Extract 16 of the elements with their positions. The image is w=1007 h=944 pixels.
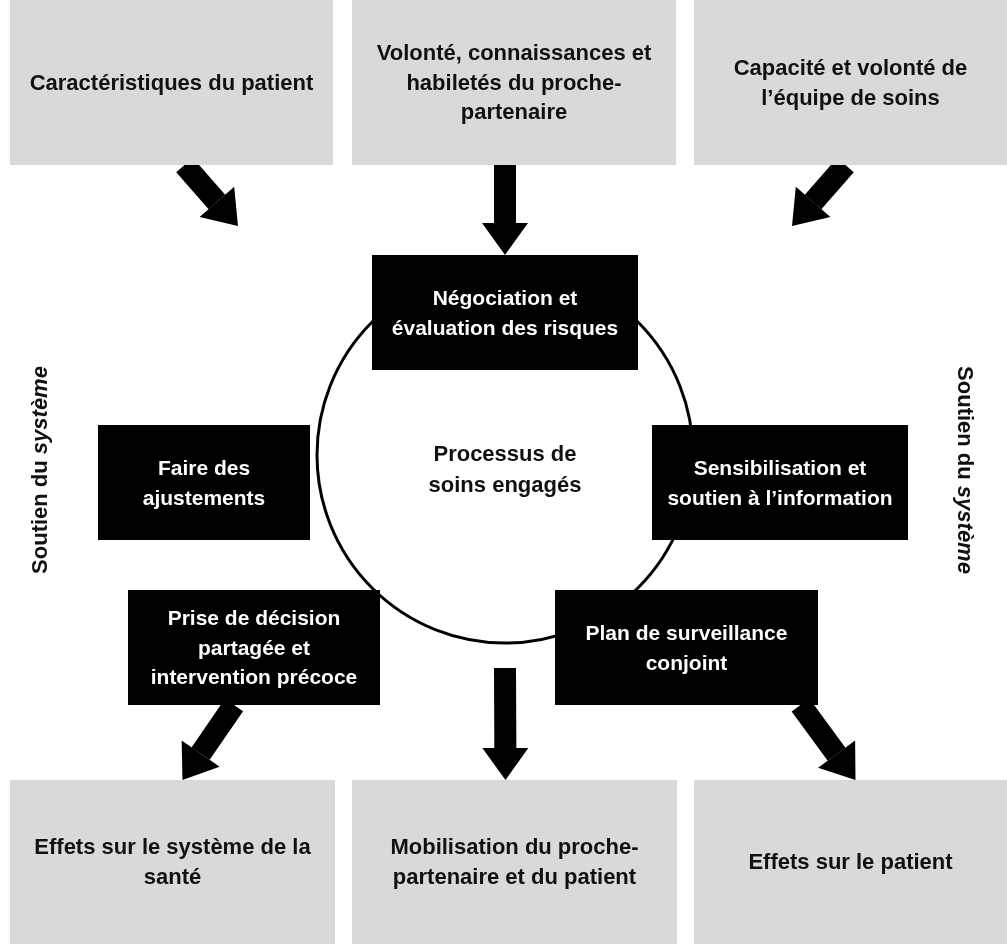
info-box: Effets sur le système de la santé [10, 780, 335, 944]
side-label: Soutien du système [26, 366, 53, 574]
info-box: Caractéristiques du patient [10, 0, 333, 165]
info-box: Volonté, connaissances et habiletés du proche-partenaire [352, 0, 676, 165]
process-box: Faire des ajustements [98, 425, 310, 540]
process-box: Plan de surveillance conjoint [555, 590, 818, 705]
info-box: Effets sur le patient [694, 780, 1007, 944]
side-label: Soutien du système [951, 366, 978, 574]
block-arrow [482, 667, 529, 780]
process-box: Négociation et évaluation des risques [372, 255, 638, 370]
info-box: Mobilisation du proche-partenaire et du patient [352, 780, 677, 944]
block-arrow [482, 165, 528, 255]
process-box: Sensibilisation et soutien à l’information [652, 425, 908, 540]
info-box: Capacité et volonté de l’équipe de soins [694, 0, 1007, 165]
center-text: Processus de soins engagés [427, 440, 583, 499]
process-box: Prise de décision partagée et intervention précoce [128, 590, 380, 705]
